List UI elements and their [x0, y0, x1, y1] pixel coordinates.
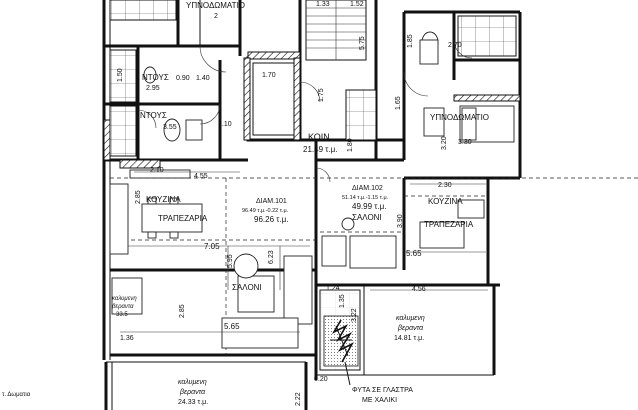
label-flat-102: ΔΙΑΜ.102 [352, 185, 383, 192]
dim-3-20: 3.20 [441, 136, 448, 150]
label-kitchen-1: ΚΟΥΖΙΝΑ [146, 195, 181, 204]
dim-2-85-b: 2.85 [179, 304, 186, 318]
dim-1-75: 1.75 [318, 88, 325, 102]
dim-1-65: 1.65 [395, 96, 402, 110]
dim-5-65-bottom: 5.65 [224, 322, 240, 331]
label-common: ΚΟΙΝ. [308, 132, 332, 142]
label-bedroom-right: ΥΠΝΟΔΩΜΑΤΙΟ [430, 113, 489, 122]
dim-4-56: 4.56 [412, 286, 426, 293]
dim-1-35: 1.35 [339, 294, 346, 308]
label-veranda-left-2: βεραντα [111, 304, 134, 310]
stair-treads [305, 0, 377, 141]
dim-2-85-a: 2.85 [135, 190, 142, 204]
label-veranda-right-1: καλυμενη [396, 315, 425, 322]
label-dining-2: ΤΡΑΠΕΖΑΡΙΑ [424, 220, 474, 229]
dim-5-65-right: 5.65 [406, 249, 422, 258]
label-veranda-left-1: καλυμενη [112, 296, 137, 302]
hatched-walls [103, 51, 521, 169]
label-common-area: 21.49 τ.μ. [303, 145, 337, 154]
dim-4-55: 4.55 [194, 173, 208, 180]
dim-3-30: 3.30 [458, 139, 472, 146]
dim-6-23: 6.23 [268, 250, 275, 264]
label-flat-102-area1: 51.14 τ.μ.-1.15 τ.μ. [342, 195, 389, 201]
dim-2-30: 2.30 [438, 182, 452, 189]
dim-3-90: 3.90 [397, 214, 404, 228]
label-flat-101: ΔΙΑΜ.101 [256, 198, 287, 205]
dim-0-90: 0.90 [176, 75, 190, 82]
veranda-bottom [104, 361, 308, 410]
dim-2-10: 2.10 [150, 167, 164, 174]
label-kitchen-2: ΚΟΥΖΙΝΑ [428, 197, 463, 206]
dim-2-22: 2.22 [295, 392, 302, 406]
label-bedroom-top-num: 2 [214, 13, 218, 20]
dim-0-20: 0.20 [314, 376, 328, 383]
dim-1-52: 1.52 [350, 1, 364, 8]
dim-2-70: 2.70 [448, 42, 462, 49]
dim-3-22: 3.22 [351, 308, 358, 322]
dim-1-80: 1.80 [347, 138, 354, 152]
label-wc-2: ΝΤΟΥΣ [140, 111, 167, 120]
dim-1-85: 1.85 [407, 34, 414, 48]
dimension-lines [120, 171, 488, 333]
label-flat-102-area2: 49.99 τ.μ. [352, 202, 386, 211]
label-veranda-right-area: 14.81 τ.μ. [394, 335, 424, 342]
dim-2-95: 2.95 [146, 85, 160, 92]
dim-5-95: 5.95 [227, 254, 234, 268]
dim-3-55: 3.55 [163, 124, 177, 131]
label-planter-1: ΦΥΤΑ ΣΕ ΓΛΑΣΤΡΑ [352, 387, 413, 394]
dim-1-24: 1.24 [326, 285, 340, 292]
label-edge-note: τ. Δωματια [2, 392, 31, 398]
label-veranda-left-area: 33.5 [116, 312, 128, 318]
label-dining-1: ΤΡΑΠΕΖΑΡΙΑ [158, 214, 208, 223]
label-flat-101-area1: 96.49 τ.μ.-0.22 τ.μ. [242, 208, 289, 214]
planter [323, 315, 359, 386]
label-veranda-bottom-2: βεραντα [179, 389, 206, 396]
label-bedroom-top: ΥΠΝΟΔΩΜΑΤΙΟ [186, 1, 245, 10]
dim-1-70: 1.70 [262, 72, 276, 79]
label-veranda-bottom-1: καλυμενη [178, 379, 207, 386]
label-living-2: ΣΑΛΟΝΙ [352, 213, 382, 222]
dimension-labels: 1.33 1.52 1.85 2.70 5.75 1.50 0.90 1.40 … [117, 1, 472, 406]
furniture [109, 31, 515, 349]
label-flat-101-area2: 96.26 τ.μ. [254, 215, 288, 224]
label-veranda-bottom-area: 24.33 τ.μ. [178, 399, 208, 406]
dim-7-05: 7.05 [204, 242, 220, 251]
dim-1-10: 1.10 [218, 121, 232, 128]
dim-1-36: 1.36 [120, 335, 134, 342]
dim-1-40: 1.40 [196, 75, 210, 82]
dim-5-75: 5.75 [359, 36, 366, 50]
dim-1-33: 1.33 [316, 1, 330, 8]
dim-1-50: 1.50 [117, 68, 124, 82]
label-living-1: ΣΑΛΟΝΙ [232, 283, 262, 292]
door-swings [137, 39, 473, 183]
label-wc-1: ΝΤΟΥΣ [142, 73, 169, 82]
room-labels: ΥΠΝΟΔΩΜΑΤΙΟ 2 ΝΤΟΥΣ ΝΤΟΥΣ ΚΟΙΝ. 21.49 τ.… [2, 1, 489, 406]
label-veranda-right-2: βεραντα [397, 325, 424, 332]
label-planter-2: ΜΕ ΧΑΛΙΚΙ [362, 397, 397, 404]
